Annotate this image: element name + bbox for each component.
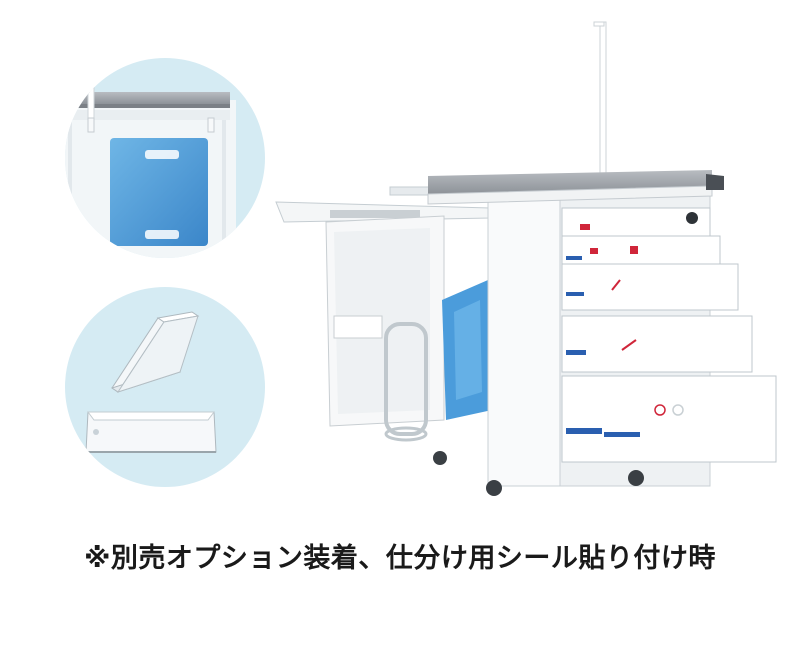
- drawer-5: [561, 375, 777, 463]
- medical-cart: [275, 21, 777, 496]
- drawer-3: [561, 263, 739, 311]
- casters: [433, 451, 644, 496]
- inset-rail-detail: [65, 287, 265, 487]
- product-photo: [65, 21, 777, 496]
- drawer-4: [561, 315, 753, 373]
- drawer-1: [561, 207, 711, 237]
- caption: ※別売オプション装着、仕分け用シール貼り付け時: [84, 543, 716, 574]
- drawer-2: [561, 235, 721, 267]
- cutting-board: [110, 138, 208, 246]
- inset-board-detail: [65, 58, 265, 258]
